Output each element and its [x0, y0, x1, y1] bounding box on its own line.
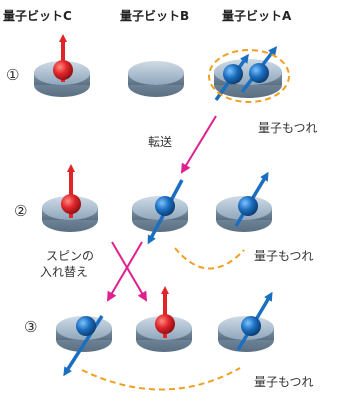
spin-blue-ball-icon — [238, 196, 258, 216]
row2-qubit-a — [216, 171, 272, 232]
spin-blue-ball-icon — [223, 64, 243, 84]
transfer-label: 転送 — [148, 135, 173, 149]
entanglement-label-row1: 量子もつれ — [258, 121, 318, 135]
row2-qubit-b — [132, 179, 188, 245]
spin-red-ball-icon — [53, 60, 73, 80]
row3-qubit-a — [218, 291, 274, 352]
spin-down-arrow-icon — [63, 315, 104, 377]
spin-blue-ball-icon — [155, 196, 175, 216]
swap-label-line1: スピンの — [46, 249, 95, 263]
qubit-a-header: 量子ビットA — [222, 9, 292, 23]
spin-blue-ball-icon — [241, 316, 261, 336]
row1-qubit-b — [128, 61, 184, 97]
transfer-arrow-icon — [180, 115, 217, 174]
step-2-label: ② — [14, 202, 28, 220]
row3-qubit-c — [56, 315, 112, 377]
row3-qubit-b — [136, 286, 192, 352]
entanglement-label-row3: 量子もつれ — [254, 375, 314, 389]
entanglement-curve — [174, 247, 245, 270]
swap-arrow-icon — [111, 241, 148, 302]
entanglement-curve — [81, 367, 241, 391]
swap-arrow-icon — [106, 241, 143, 302]
row2-qubit-c — [42, 164, 98, 232]
entanglement-label-row2: 量子もつれ — [254, 249, 314, 263]
spin-red-ball-icon — [155, 314, 175, 334]
step-3-label: ③ — [24, 318, 38, 336]
spin-blue-ball-icon — [76, 316, 96, 336]
step-1-label: ① — [6, 66, 20, 84]
qubit-c-header: 量子ビットC — [3, 9, 72, 23]
qubit-b-header: 量子ビットB — [120, 9, 190, 23]
row1-qubit-c — [34, 34, 90, 97]
swap-label-line2: 入れ替え — [40, 265, 89, 279]
entanglement-ring — [208, 49, 290, 103]
spin-red-ball-icon — [61, 194, 81, 214]
spin-blue-ball-icon — [249, 63, 269, 83]
row1-qubit-a — [208, 46, 290, 103]
